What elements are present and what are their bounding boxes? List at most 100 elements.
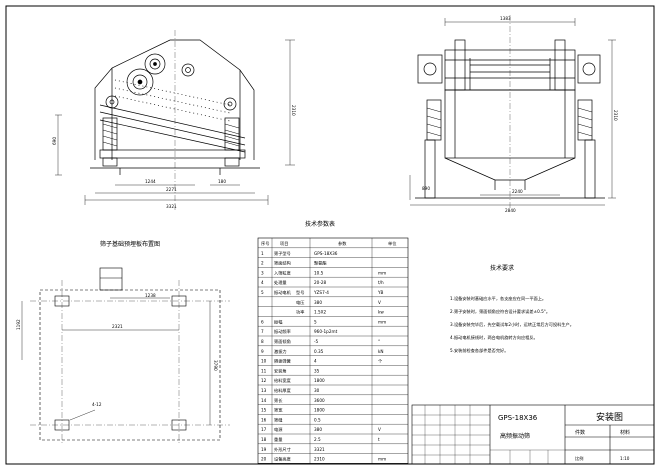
params-table-cell: 2 (261, 261, 264, 266)
params-table-cell: V (378, 300, 381, 305)
params-table-cell: GPS-18X36 (314, 251, 338, 256)
params-table-cell: 振动电机 (274, 289, 292, 296)
tech-requirements-title: 技术要求 (490, 264, 514, 272)
params-table-cell: 14 (261, 398, 267, 403)
params-table-cell: 安装角 (274, 367, 287, 374)
params-table-cell: 13 (261, 388, 267, 393)
params-table-cell: 3321 (314, 447, 325, 452)
params-table-cell: 1800 (314, 378, 325, 383)
side-dim-center: 2240 (512, 189, 523, 194)
foundation-plan (21, 267, 230, 445)
params-table-cell: 0.5 (314, 417, 321, 422)
front-view (55, 30, 295, 210)
params-table-cell: 筛宽 (274, 407, 283, 414)
params-table-cell: 筛面结构 (274, 260, 291, 267)
params-table-cell: 个 (378, 359, 383, 364)
params-table-cell: 30 (314, 388, 320, 393)
params-table-cell: 外形尺寸 (274, 446, 291, 453)
params-table-cell: 4 (314, 359, 317, 364)
params-table-cell: 5 (314, 319, 317, 324)
side-dim-overall: 2840 (505, 208, 516, 213)
params-table-cell: 2.5 (314, 437, 321, 442)
params-table-cell: 12 (261, 378, 267, 383)
params-table-cell: 20 (261, 457, 267, 462)
params-table-cell: 给料宽度 (274, 377, 292, 384)
params-table-cell: 1 (261, 251, 264, 256)
front-dim-right-small: 180 (218, 179, 226, 184)
params-table-cell: 振动频率 (274, 328, 291, 335)
params-table-cell: 振幅 (274, 318, 282, 325)
params-table-cell: t (378, 437, 380, 442)
tech-requirement-item: 4.振动电机接线时，两台电机旋转方向应相反。 (450, 334, 538, 341)
params-table-cell: V (378, 427, 381, 432)
params-table-cell: 960-1p2mt (314, 329, 338, 334)
params-table-cell: 9 (261, 349, 264, 354)
side-dim-height: 2310 (613, 110, 618, 121)
front-dim-center: 1244 (145, 179, 156, 184)
params-table-cell: 19 (261, 447, 267, 452)
foundation-dim-width: 1238 (145, 293, 156, 298)
params-table-cell: 10 (261, 359, 267, 364)
title-block-scale-value: 1:10 (620, 456, 630, 461)
front-dim-left: 690 (52, 137, 57, 145)
params-table-header: 项目 (280, 241, 288, 247)
params-table-cell: 380 (314, 300, 322, 305)
params-table-cell: 6 (261, 319, 264, 324)
params-table-cell: 0.35 (314, 349, 324, 354)
tech-requirement-item: 5.安装前检查各部件是否完好。 (450, 347, 508, 354)
tech-requirement-item: 1.设备安装时基础应水平，各支座应在同一平面上。 (450, 295, 546, 302)
params-table-cell: YZS7-4 (313, 290, 329, 295)
params-table-cell: kN (378, 349, 384, 354)
title-block-name: 高频振动筛 (500, 432, 530, 440)
params-table-cell: 15 (261, 408, 267, 413)
params-table-cell: 筛子型号 (274, 250, 291, 257)
params-table-cell: 18 (261, 437, 267, 442)
params-table-cell: 筛缝 (274, 416, 283, 423)
front-dim-base: 2271 (166, 187, 177, 192)
params-table-cell: t/h (378, 280, 384, 285)
params-table-cell: ° (378, 339, 380, 344)
params-table-cell: 设备高度 (274, 456, 292, 463)
params-table-cell: 型号 (296, 289, 304, 296)
params-table-cell: 聚氨酯 (314, 260, 327, 267)
params-table-cell: 7 (261, 329, 264, 334)
params-table-cell: 筛面倾角 (274, 338, 291, 345)
title-block-material-label: 材料 (620, 429, 630, 436)
params-table-cell: mm (378, 319, 386, 324)
params-table-cell: mm (378, 457, 386, 462)
params-table-title: 技术参数表 (305, 220, 335, 228)
params-table-cell: YB (377, 290, 384, 295)
params-table-cell: 16 (261, 417, 267, 422)
params-table-header: 序号 (261, 240, 269, 247)
foundation-title: 筛子基础预埋板布置图 (100, 240, 160, 248)
params-table-cell: 4 (261, 280, 264, 285)
title-block-drawing-title: 安装图 (596, 411, 623, 423)
foundation-hole-label: 4-12 (92, 402, 102, 407)
params-table-cell: 35 (314, 368, 320, 373)
front-dim-height: 2310 (291, 105, 296, 116)
params-table-cell: 380 (314, 427, 322, 432)
tech-requirement-item: 2.筛子安装时，筛面倾角应符合设计要求误差±0.5°。 (450, 308, 550, 315)
title-block-parts-label: 件数 (575, 429, 585, 436)
params-table-cell: 3600 (314, 398, 325, 403)
tech-requirements: 1.设备安装时基础应水平，各支座应在同一平面上。 2.筛子安装时，筛面倾角应符合设… (450, 295, 574, 354)
side-dim-left: 890 (422, 186, 430, 191)
params-table-header: 参数 (338, 240, 347, 247)
side-dim-top: 1383 (500, 16, 511, 21)
params-table-cell: 电源 (274, 426, 283, 433)
params-table-cell: 8 (261, 339, 264, 344)
front-dim-overall: 3321 (166, 204, 177, 209)
params-table-cell: 重量 (274, 436, 282, 443)
foundation-dim-height: 3790 (213, 360, 218, 371)
params-table-cell: 11 (261, 368, 267, 373)
params-table-cell: -5 (314, 339, 319, 344)
side-view (409, 15, 616, 210)
params-table-cell: 10.5 (314, 270, 324, 275)
params-table-cell: 1.5X2 (314, 310, 327, 315)
params-table-cell: 筛长 (274, 397, 283, 404)
foundation-dim-span: 2321 (112, 324, 123, 329)
title-block-scale-label: 比例 (575, 455, 583, 462)
tech-requirement-item: 3.设备安装完毕后，先空载试车2小时，运转正常后方可投料生产。 (450, 321, 574, 328)
